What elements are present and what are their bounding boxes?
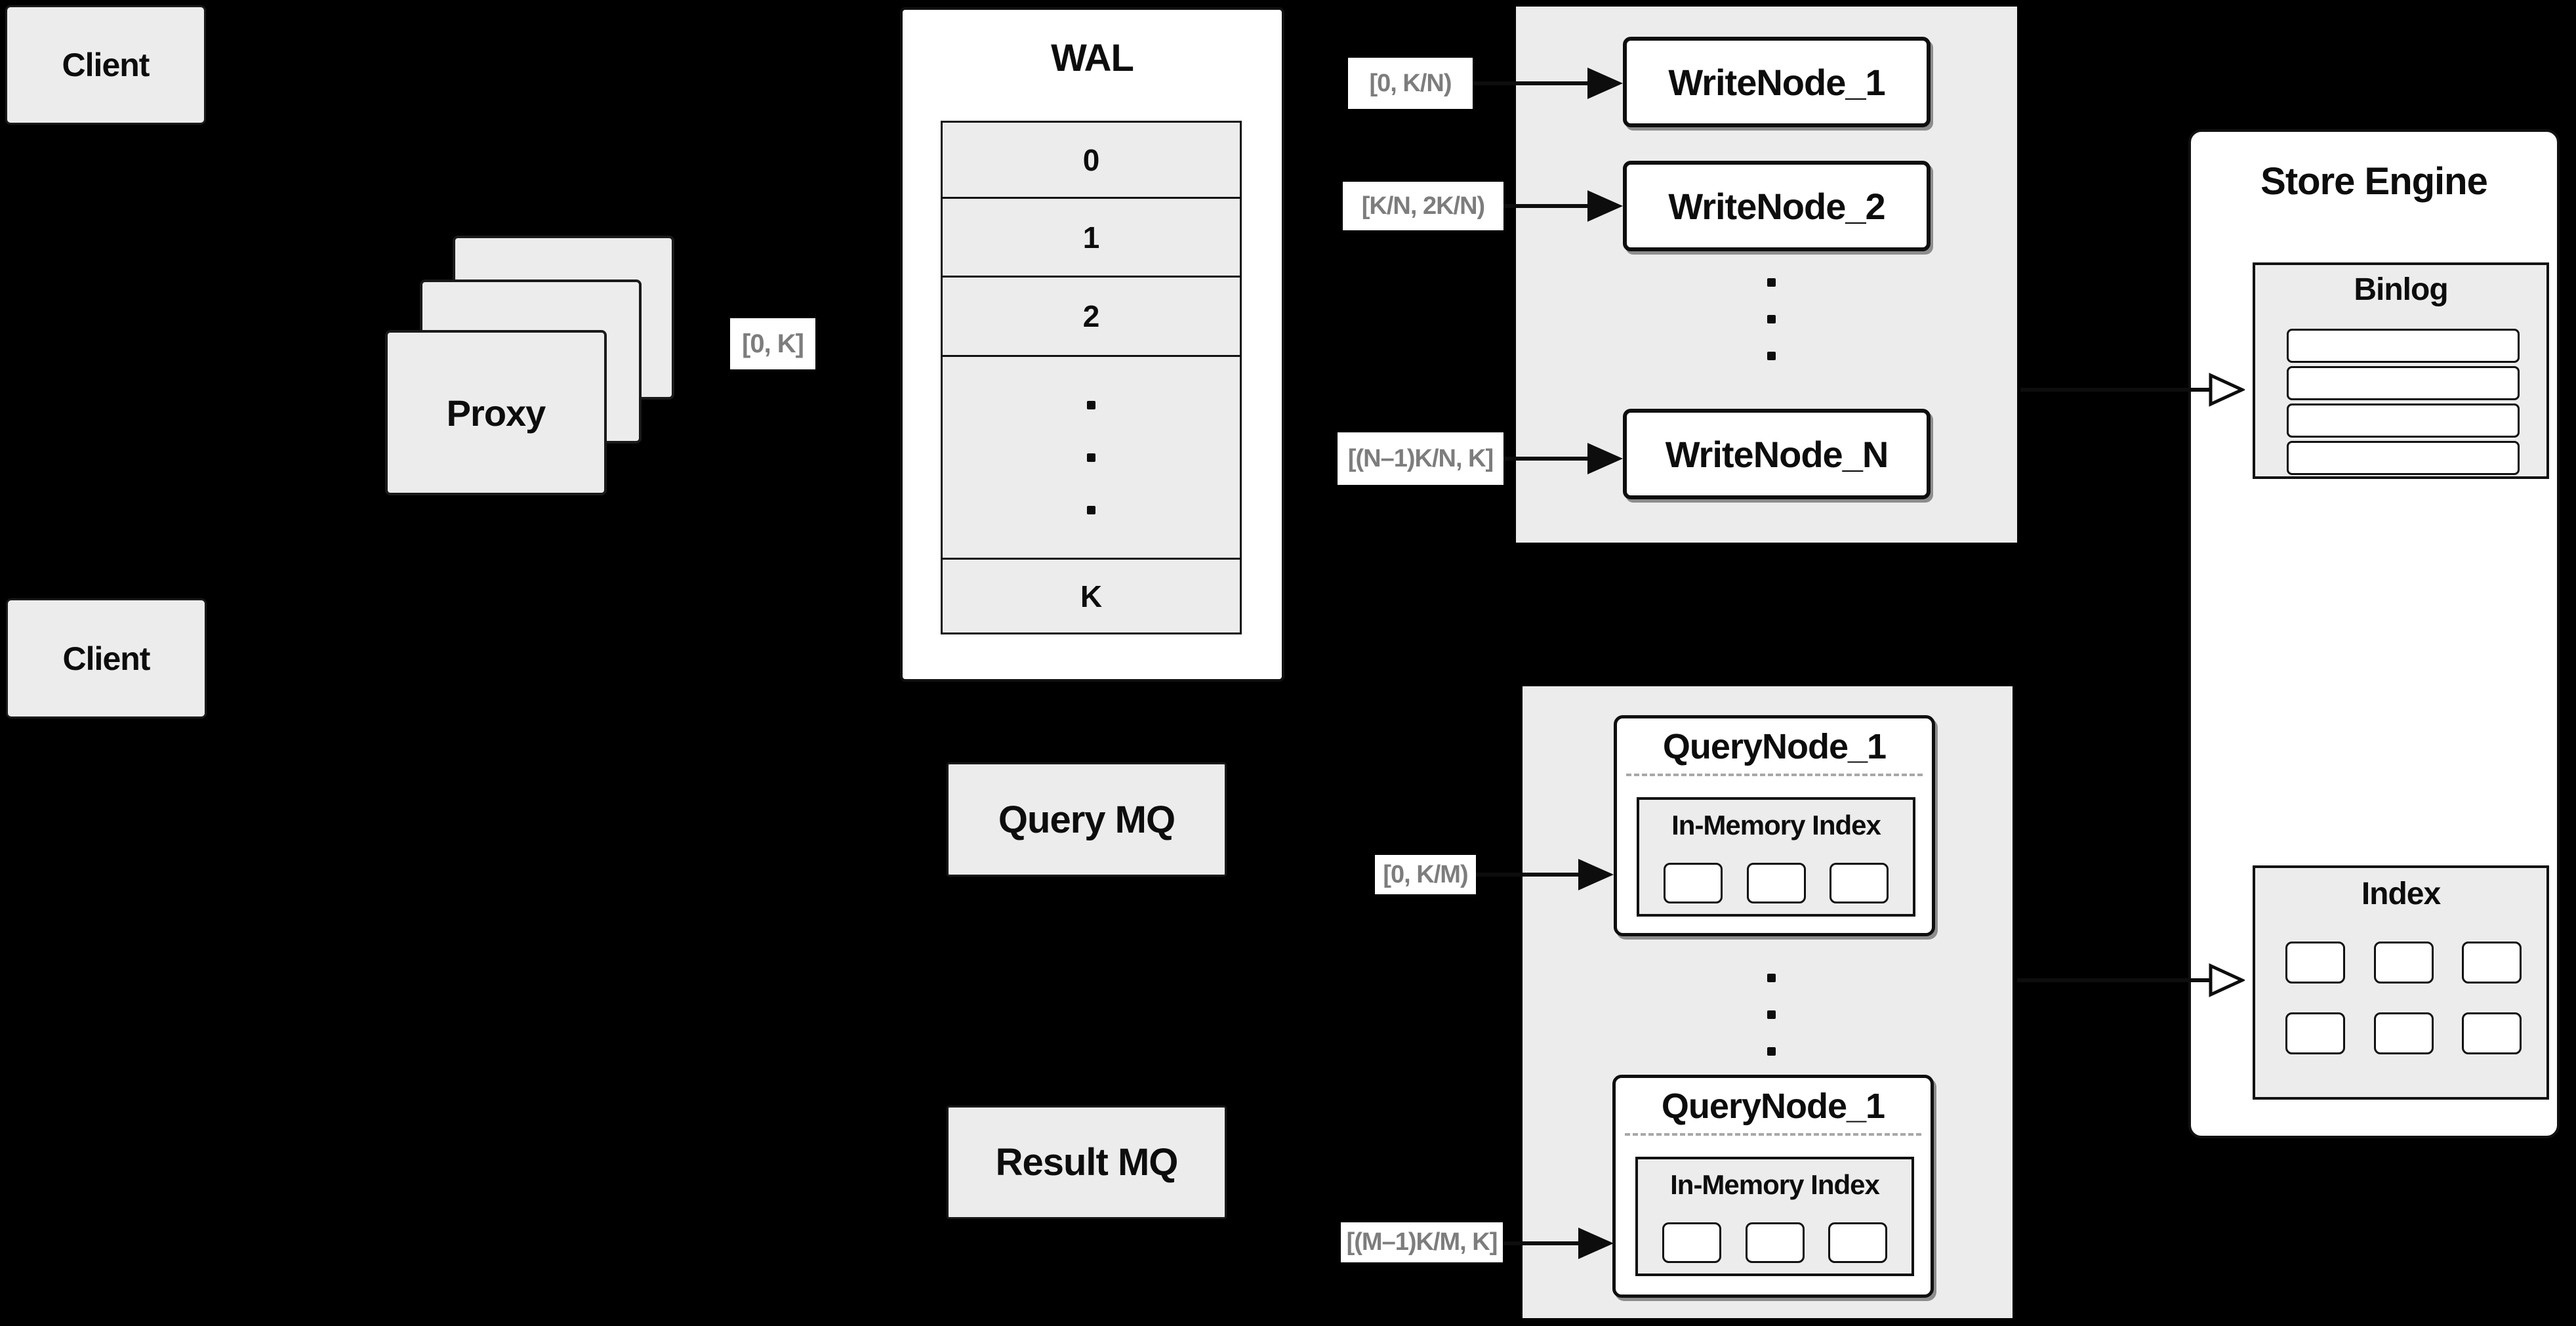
querynode-m-box: QueryNode_1 In-Memory Index bbox=[1612, 1075, 1934, 1298]
segment-cell bbox=[1746, 863, 1806, 903]
querynode-1-box: QueryNode_1 In-Memory Index bbox=[1614, 715, 1935, 936]
arrow-writenode-2 bbox=[1503, 204, 1587, 208]
range-label-writenode-2: [K/N, 2K/N) bbox=[1343, 182, 1503, 230]
ellipsis-dots bbox=[1087, 400, 1095, 514]
inmemory-index-title: In-Memory Index bbox=[1670, 1169, 1880, 1200]
store-engine-box: Store Engine Binlog Index bbox=[2188, 129, 2560, 1138]
binlog-row bbox=[2287, 366, 2520, 400]
inmemory-index-title: In-Memory Index bbox=[1671, 810, 1881, 840]
binlog-box: Binlog bbox=[2253, 262, 2549, 479]
querynode-m-title: QueryNode_1 bbox=[1661, 1087, 1885, 1126]
querynode-m-inmemory-index: In-Memory Index bbox=[1635, 1157, 1914, 1276]
index-cell bbox=[2462, 1012, 2522, 1054]
query-mq-box: Query MQ bbox=[947, 762, 1227, 877]
arrowhead-querynode-1 bbox=[1578, 859, 1614, 890]
arrowhead-querynode-m bbox=[1578, 1228, 1614, 1259]
index-title: Index bbox=[2361, 876, 2441, 911]
segment-cell bbox=[1663, 863, 1723, 903]
index-cell bbox=[2462, 942, 2522, 984]
wal-row-k: K bbox=[941, 558, 1242, 634]
range-label-querynode-1: [0, K/M) bbox=[1375, 855, 1476, 894]
index-cells-row-2 bbox=[2285, 1012, 2522, 1054]
binlog-row bbox=[2287, 404, 2520, 438]
index-cell bbox=[2285, 1012, 2345, 1054]
wal-title: WAL bbox=[1051, 36, 1134, 79]
index-cell bbox=[2373, 942, 2434, 984]
querynode-1-inmemory-index: In-Memory Index bbox=[1637, 797, 1915, 917]
wal-row-1: 1 bbox=[941, 197, 1242, 278]
querynode-m-separator bbox=[1625, 1133, 1921, 1136]
inmemory-index-segments bbox=[1639, 863, 1913, 903]
arrow-writenode-n bbox=[1503, 457, 1587, 461]
range-label-writenode-n: [(N–1)K/N, K] bbox=[1338, 432, 1503, 485]
querynode-1-separator bbox=[1626, 774, 1923, 776]
binlog-row bbox=[2287, 441, 2520, 475]
result-mq-box: Result MQ bbox=[947, 1106, 1227, 1219]
wal-row-ellipsis bbox=[941, 355, 1242, 560]
wal-row-2: 2 bbox=[941, 276, 1242, 357]
arrow-writenode-1 bbox=[1473, 81, 1587, 85]
binlog-rows bbox=[2287, 325, 2520, 475]
querynode-1-title: QueryNode_1 bbox=[1662, 727, 1887, 766]
proxy-card-front: Proxy bbox=[385, 330, 607, 495]
binlog-title: Binlog bbox=[2354, 272, 2448, 307]
inmemory-index-segments bbox=[1638, 1222, 1912, 1263]
wal-row-0: 0 bbox=[941, 121, 1242, 199]
arrowhead-writenode-n bbox=[1587, 443, 1623, 474]
segment-cell bbox=[1830, 863, 1889, 903]
arrow-querynode-1 bbox=[1476, 873, 1578, 877]
client-box-top: Client bbox=[5, 5, 206, 125]
write-ellipsis-dots bbox=[1767, 278, 1776, 360]
arrowhead-writenode-1 bbox=[1587, 68, 1623, 99]
segment-cell bbox=[1828, 1222, 1888, 1263]
query-ellipsis-dots bbox=[1767, 974, 1776, 1056]
wal-table: 0 1 2 K bbox=[941, 121, 1242, 634]
arrowhead-to-binlog bbox=[2209, 373, 2245, 407]
client-box-bottom: Client bbox=[6, 598, 207, 718]
range-label-writenode-1: [0, K/N) bbox=[1348, 58, 1473, 109]
index-box: Index bbox=[2253, 865, 2549, 1100]
index-cells-row-1 bbox=[2285, 942, 2522, 984]
writenode-2-box: WriteNode_2 bbox=[1623, 161, 1931, 251]
writenode-1-box: WriteNode_1 bbox=[1623, 37, 1931, 127]
segment-cell bbox=[1745, 1222, 1805, 1263]
wal-box: WAL 0 1 2 K bbox=[900, 7, 1284, 682]
arrow-to-binlog bbox=[2020, 388, 2209, 392]
arrow-querynode-m bbox=[1503, 1241, 1578, 1245]
arrowhead-to-index bbox=[2209, 963, 2245, 997]
index-cell bbox=[2285, 942, 2345, 984]
index-cell bbox=[2373, 1012, 2434, 1054]
range-label-proxy: [0, K] bbox=[730, 318, 815, 369]
arrowhead-writenode-2 bbox=[1587, 190, 1623, 222]
arrow-to-index bbox=[2017, 978, 2209, 982]
writenode-n-box: WriteNode_N bbox=[1623, 409, 1931, 499]
store-engine-title: Store Engine bbox=[2260, 159, 2488, 203]
binlog-row bbox=[2287, 329, 2520, 363]
range-label-querynode-m: [(M–1)K/M, K] bbox=[1341, 1222, 1503, 1262]
segment-cell bbox=[1662, 1222, 1721, 1263]
